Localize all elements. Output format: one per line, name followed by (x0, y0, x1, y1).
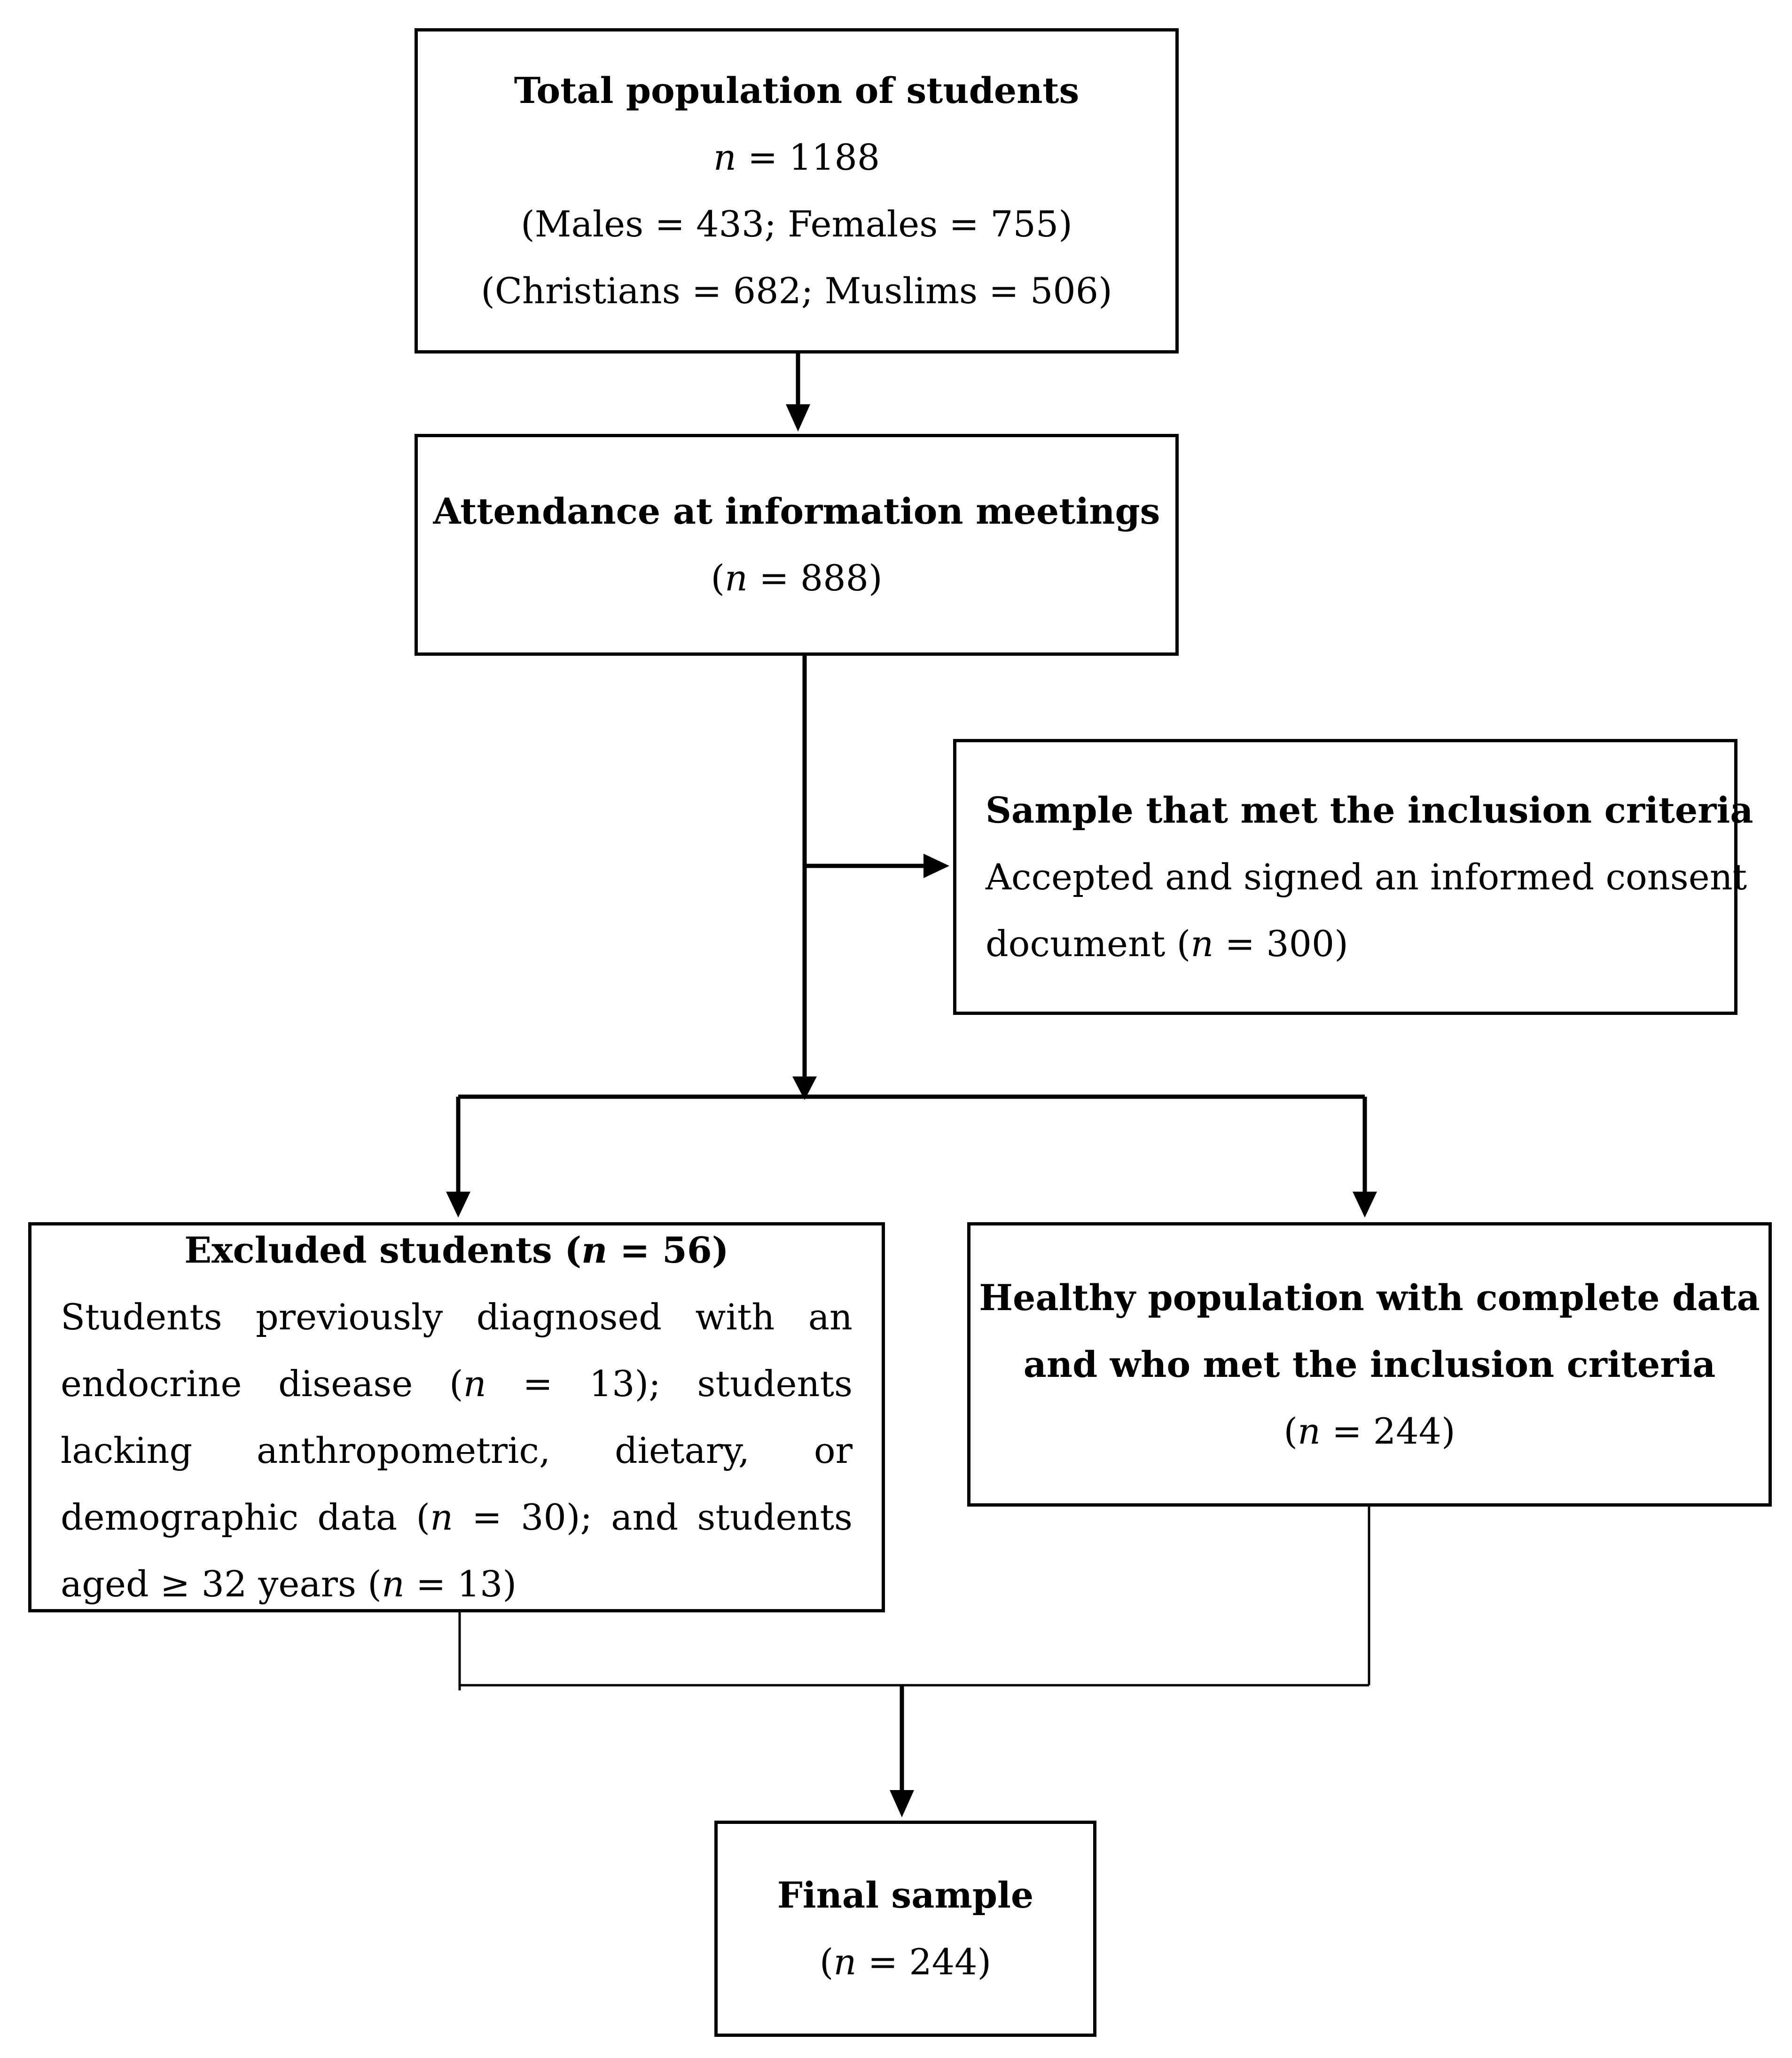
n-value: = 300) (1213, 922, 1348, 965)
excluded-seg3: = 30); and students aged ≥ 32 years ( (61, 1496, 853, 1605)
n-prefix: ( (711, 557, 725, 599)
n3-label: n (381, 1563, 405, 1605)
inclusion-line2: document (n = 300) (986, 911, 1715, 977)
excluded-seg2: = 13); students lacking anthropometric, … (61, 1363, 853, 1538)
box-total-population: Total population of students n = 1188 (M… (415, 28, 1179, 353)
attendance-title: Attendance at information meetings (433, 490, 1160, 532)
excluded-title-text: Excluded students ( (184, 1229, 582, 1271)
excluded-title: Excluded students (n = 56) (61, 1217, 853, 1284)
attendance-n: (n = 888) (418, 545, 1175, 612)
total-population-religion: (Christians = 682; Muslims = 506) (481, 270, 1112, 312)
n-label: n (724, 557, 748, 599)
healthy-n: (n = 244) (970, 1398, 1769, 1465)
box-inclusion: Sample that met the inclusion criteria A… (953, 739, 1753, 1015)
inclusion-line2-text: document ( (986, 922, 1191, 965)
arrowhead-branch (792, 1076, 817, 1100)
inclusion-line1: Accepted and signed an informed consent (986, 856, 1747, 898)
healthy-title-line2: and who met the inclusion criteria (1023, 1343, 1716, 1385)
n-label: n (833, 1941, 857, 1983)
final-title: Final sample (777, 1874, 1034, 1916)
final-n: (n = 244) (718, 1929, 1093, 1995)
excluded-seg1: Students previously diagnosed with an en… (61, 1296, 853, 1405)
n-value: = 888) (747, 557, 883, 599)
n-value: = 244) (1320, 1410, 1456, 1452)
inclusion-title: Sample that met the inclusion criteria (986, 789, 1753, 831)
arrowhead-excluded (446, 1192, 470, 1218)
n-value: = 56) (607, 1229, 729, 1271)
total-population-n: n = 1188 (418, 124, 1175, 191)
n1-label: n (463, 1363, 486, 1405)
n-value: = 244) (856, 1941, 992, 1983)
arrowhead-inclusion (923, 854, 949, 878)
arrowhead-final (890, 1790, 914, 1817)
box-healthy: Healthy population with complete data an… (967, 1222, 1772, 1507)
arrowhead-healthy (1353, 1192, 1377, 1218)
n-label: n (1190, 922, 1214, 965)
n-prefix: ( (1283, 1410, 1298, 1452)
arrowhead-attendance (786, 404, 810, 432)
box-final-sample: Final sample (n = 244) (714, 1821, 1096, 2037)
total-population-title: Total population of students (514, 70, 1080, 111)
excluded-description: Students previously diagnosed with an en… (61, 1284, 853, 1618)
n-label: n (1297, 1410, 1321, 1452)
excluded-seg4: = 13) (404, 1563, 517, 1605)
healthy-title-line1: Healthy population with complete data (979, 1276, 1760, 1319)
box-excluded: Excluded students (n = 56) Students prev… (28, 1222, 885, 1612)
n-prefix: ( (819, 1941, 834, 1983)
box-attendance: Attendance at information meetings (n = … (415, 434, 1179, 656)
n2-label: n (430, 1496, 454, 1538)
n-value: = 1188 (736, 136, 880, 178)
n-label: n (713, 136, 736, 178)
n-label: n (581, 1229, 608, 1271)
total-population-sex: (Males = 433; Females = 755) (521, 203, 1072, 245)
